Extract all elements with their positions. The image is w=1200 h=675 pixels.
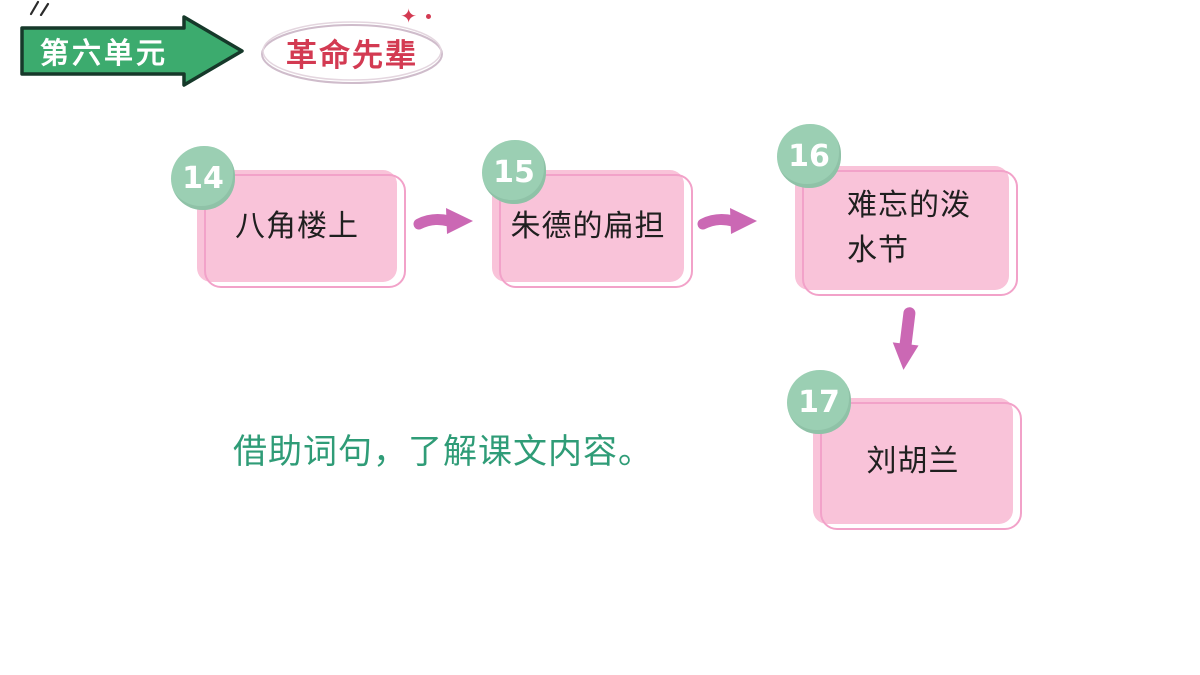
topic-badge: 革命先辈 ✦	[253, 4, 451, 90]
unit-banner-label: 第六单元	[39, 36, 169, 70]
arrow-right-icon	[413, 208, 473, 234]
unit-banner: 第六单元	[18, 12, 248, 90]
lesson-card-14: 14 八角楼上	[171, 146, 397, 282]
lesson-card-16: 16 难忘的泼水节	[777, 124, 1009, 290]
topic-label: 革命先辈	[286, 37, 418, 73]
dot-icon	[426, 14, 431, 19]
lesson-number-badge: 17	[787, 370, 851, 434]
lesson-number-badge: 16	[777, 124, 841, 188]
lesson-card-17: 17 刘胡兰	[787, 370, 1013, 524]
note-text: 借助词句，了解课文内容。	[233, 434, 653, 471]
lesson-number-badge: 15	[482, 140, 546, 204]
topic-ellipse-outline-icon	[261, 21, 443, 84]
lesson-title: 难忘的泼水节	[847, 189, 971, 267]
lesson-number-badge: 14	[171, 146, 235, 210]
banner-arrow-shape-icon	[20, 15, 244, 87]
lesson-card-15: 15 朱德的扁担	[482, 140, 684, 282]
arrow-right-icon	[697, 208, 757, 234]
lesson-title: 朱德的扁担	[510, 209, 666, 243]
sparkle-icon: ✦	[400, 4, 417, 28]
pen-marks-icon	[29, 0, 50, 16]
arrow-down-icon	[892, 307, 919, 370]
lesson-title: 八角楼上	[235, 209, 359, 243]
lesson-title: 刘胡兰	[866, 444, 960, 478]
